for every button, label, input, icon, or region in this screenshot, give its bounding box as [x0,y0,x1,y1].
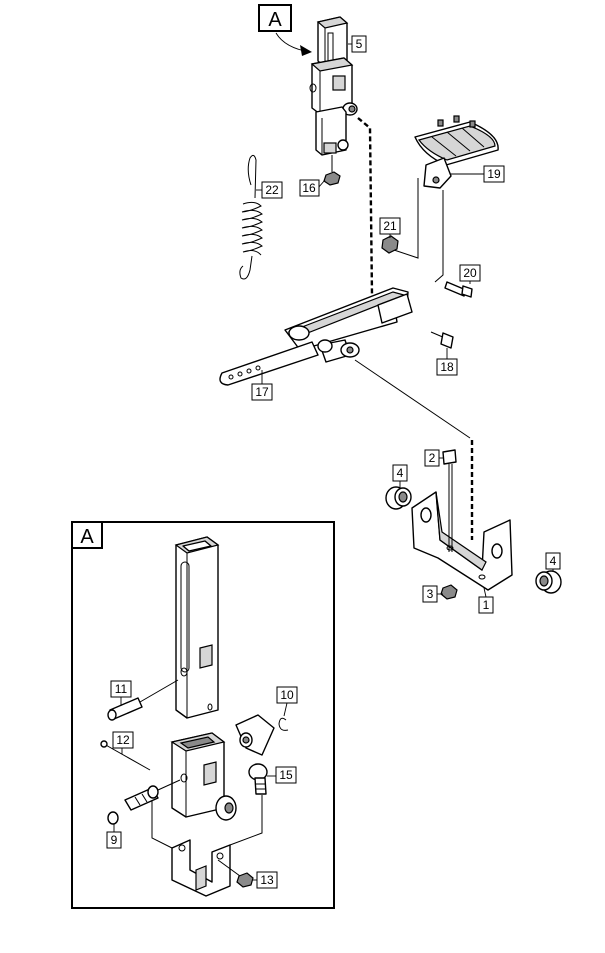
part-9-retainer [107,779,181,825]
callout-2: 2 [424,449,443,467]
svg-text:10: 10 [280,688,294,702]
svg-text:9: 9 [111,833,118,847]
svg-text:5: 5 [356,37,363,51]
part-15-bolt [248,763,268,795]
callout-3: 3 [422,585,443,603]
callout-12: 12 [112,731,134,754]
arrow-head-icon [300,45,312,56]
part-4-bushing-left [385,486,412,510]
callout-19: 19 [450,165,505,183]
bracket-u [171,839,231,897]
detail-reference-a: A [258,4,312,56]
part-11-pin [107,679,179,721]
part-13-nut [217,859,254,888]
svg-text:16: 16 [302,181,316,195]
callout-17: 17 [251,370,273,401]
svg-text:13: 13 [260,873,274,887]
svg-text:20: 20 [463,266,477,280]
part-4-bushing-right [535,570,562,594]
callout-20: 20 [459,264,481,284]
callout-18: 18 [436,348,458,376]
callout-1: 1 [478,587,494,614]
part-3-nut [440,584,458,600]
callout-21: 21 [379,217,401,238]
callout-15: 15 [267,766,297,784]
part-2-bolt [442,449,457,552]
part-22-spring [239,154,263,280]
callout-10: 10 [276,686,298,717]
svg-text:1: 1 [483,598,490,612]
part-1-bracket [411,491,513,591]
part-17-pedal-arm [219,287,471,439]
svg-text:2: 2 [429,451,436,465]
svg-text:12: 12 [116,733,130,747]
part-10-clip [235,714,289,756]
svg-text:4: 4 [550,554,557,568]
callout-13: 13 [253,871,278,889]
part-20-bolt [444,281,473,298]
part-5-tube-assembly [309,16,358,186]
part-18-bolt [430,331,454,349]
svg-text:21: 21 [383,219,397,233]
callout-5: 5 [348,35,367,53]
callout-11: 11 [110,680,132,706]
callout-4-left: 4 [392,464,408,488]
part-12-rod [100,740,151,771]
part-21-nut [381,235,399,254]
svg-text:17: 17 [255,385,269,399]
inset-title: A [80,526,94,548]
svg-text:15: 15 [279,768,293,782]
callout-16: 16 [299,179,326,197]
svg-text:11: 11 [115,682,128,696]
assembly-line [357,117,374,296]
svg-text:18: 18 [440,360,454,374]
svg-text:4: 4 [397,466,404,480]
callout-22: 22 [256,181,283,199]
svg-text:3: 3 [427,587,434,601]
svg-text:22: 22 [265,183,279,197]
callout-9: 9 [106,824,122,849]
detail-reference-label: A [268,9,282,31]
part-19-pedal-pad [393,115,499,283]
detail-inset-a: A [71,521,335,909]
svg-text:19: 19 [487,167,501,181]
callout-4-right: 4 [545,552,561,572]
